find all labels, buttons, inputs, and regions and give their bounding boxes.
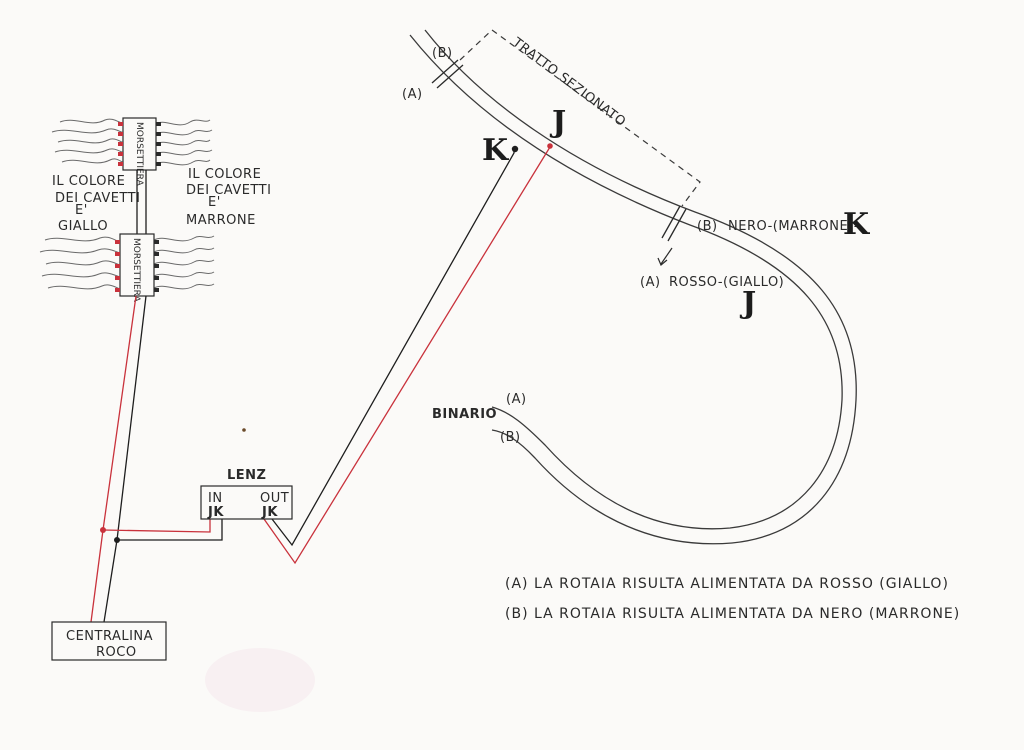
- cable-bundle-right-bottom: [153, 235, 215, 290]
- label-binario: BINARIO: [432, 407, 497, 422]
- wire-black-to-lenz: [117, 519, 223, 541]
- stray-dot: [242, 428, 246, 432]
- lenz-in-label: IN: [208, 491, 223, 506]
- label-a-top: (A): [402, 87, 423, 102]
- junction-black: [114, 537, 120, 543]
- marrone-line-1: IL COLORE: [188, 167, 261, 182]
- lenz-in-jk: JK: [207, 505, 224, 520]
- label-b-binario: (B): [500, 430, 521, 445]
- wire-black-main: [103, 295, 147, 623]
- label-k-left: K: [482, 133, 509, 168]
- cable-bundle-right-top: [155, 119, 213, 166]
- junction-j: [547, 143, 553, 149]
- label-j-top: J: [549, 105, 566, 140]
- arrow-to-rosso: [657, 247, 673, 266]
- section-bracket: [459, 29, 701, 207]
- label-nero-marrone: NERO-(MARRONE)-: [728, 219, 859, 234]
- lenz-out-label: OUT: [260, 491, 289, 506]
- morsettiera-bottom-label: MORSETTIERA: [131, 238, 141, 303]
- label-b-right: (B): [697, 219, 718, 234]
- cable-bundle-left-top: [51, 118, 125, 164]
- giallo-line-3: E': [75, 203, 88, 218]
- note-b: (B) LA ROTAIA RISULTA ALIMENTATA DA NERO…: [505, 606, 960, 622]
- label-j-right: J: [739, 286, 756, 321]
- lenz-label: LENZ: [227, 468, 266, 483]
- giallo-line-4: GIALLO: [58, 219, 108, 234]
- junction-k: [511, 145, 519, 153]
- wire-red-feeder: [263, 146, 551, 565]
- label-b-top: (B): [432, 46, 453, 61]
- marrone-line-3: E': [208, 195, 221, 210]
- label-a-right: (A): [640, 275, 661, 290]
- track: [409, 29, 857, 545]
- note-marrone: IL COLORE DEI CAVETTI E' MARRONE: [186, 167, 271, 228]
- insulating-gap-right: [661, 205, 687, 242]
- centralina-box: CENTRALINA ROCO: [51, 621, 167, 661]
- morsettiera-top: MORSETTIERA: [118, 117, 161, 187]
- label-a-binario: (A): [506, 392, 527, 407]
- note-giallo: IL COLORE DEI CAVETTI E' GIALLO: [52, 174, 140, 234]
- centralina-label: CENTRALINA: [66, 629, 153, 644]
- morsettiera-top-label: MORSETTIERA: [134, 122, 144, 187]
- wire-red-main: [90, 295, 137, 623]
- giallo-line-2: DEI CAVETTI: [55, 191, 140, 206]
- lenz-out-jk: JK: [261, 505, 278, 520]
- label-k-right: K: [843, 207, 870, 242]
- wire-red-to-lenz: [102, 519, 211, 533]
- junction-red: [100, 527, 106, 533]
- marrone-line-4: MARRONE: [186, 213, 256, 228]
- label-rosso-giallo: ROSSO-(GIALLO): [669, 275, 784, 290]
- marrone-line-2: DEI CAVETTI: [186, 183, 271, 198]
- wire-black-feeder: [271, 149, 515, 547]
- cable-bundle-left-bottom: [39, 236, 121, 290]
- centralina-roco: ROCO: [96, 645, 137, 660]
- note-a: (A) LA ROTAIA RISULTA ALIMENTATA DA ROSS…: [505, 576, 949, 592]
- giallo-line-1: IL COLORE: [52, 174, 125, 189]
- morsettiera-bottom: MORSETTIERA: [115, 233, 159, 303]
- insulating-gap-top: [431, 59, 464, 89]
- paper-smudge: [205, 648, 315, 712]
- tratto-sezionato-label: TRATTO SEZIONATO: [509, 35, 629, 130]
- lenz-box: LENZ IN JK OUT JK: [200, 468, 293, 520]
